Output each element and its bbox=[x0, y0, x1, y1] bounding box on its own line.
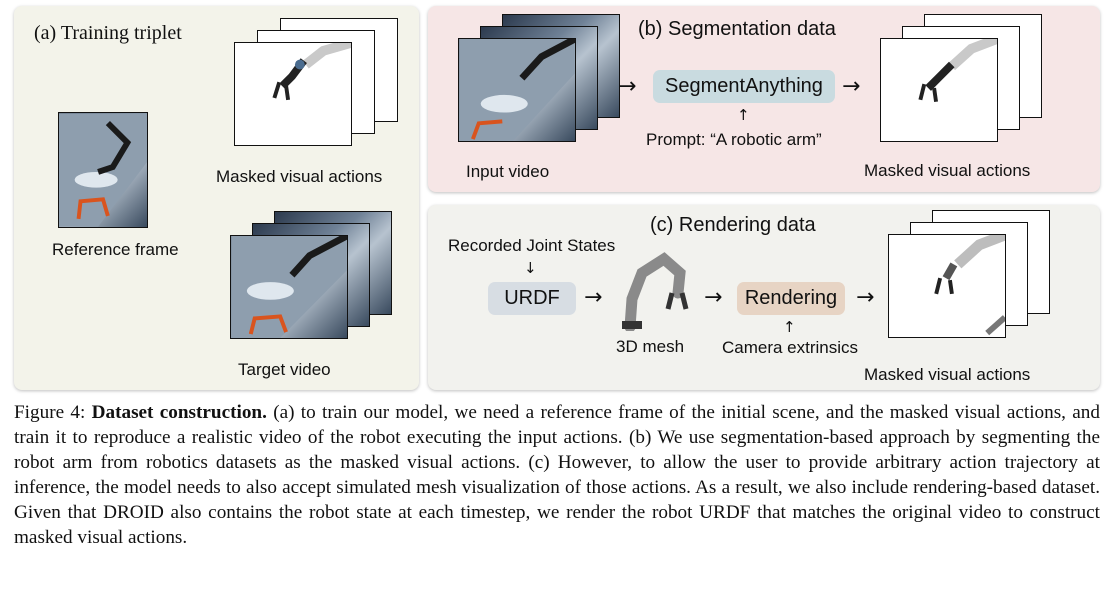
input-video-label: Input video bbox=[466, 162, 550, 181]
joint-down-arrow-icon: ↓ bbox=[524, 259, 537, 277]
input-scene-icon bbox=[459, 39, 575, 141]
prompt-up-arrow-icon: ↑ bbox=[737, 106, 750, 124]
3d-mesh-robot-icon bbox=[622, 252, 689, 331]
reference-scene-icon bbox=[59, 113, 147, 227]
render-mask-frame-front bbox=[888, 234, 1006, 338]
caption-bold-title: Dataset construction. bbox=[91, 402, 267, 423]
joint-states-label: Recorded Joint States bbox=[448, 236, 616, 255]
camera-extrinsics-label: Camera extrinsics bbox=[722, 338, 859, 357]
arrow-to-render-output-icon: → bbox=[856, 285, 875, 310]
target-scene-icon bbox=[231, 236, 347, 338]
masked-frame-front bbox=[234, 42, 352, 146]
arrow-to-output-icon: → bbox=[842, 74, 861, 99]
masked-actions-label: Masked visual actions bbox=[216, 167, 383, 186]
seg-masked-actions-label: Masked visual actions bbox=[864, 161, 1031, 180]
seg-mask-frame-front bbox=[880, 38, 998, 142]
camera-up-arrow-icon: ↑ bbox=[783, 318, 796, 336]
arrow-to-segment-icon: → bbox=[618, 74, 637, 99]
prompt-label: Prompt: “A robotic arm” bbox=[646, 130, 822, 149]
urdf-chip: URDF bbox=[488, 282, 576, 315]
reference-frame-label: Reference frame bbox=[52, 240, 179, 259]
panel-segmentation-data: (b) Segmentation data Input video → Segm… bbox=[428, 6, 1100, 192]
segment-anything-chip: SegmentAnything bbox=[653, 70, 835, 103]
3d-mesh-label: 3D mesh bbox=[616, 337, 685, 356]
figure-caption: Figure 4: Dataset construction. (a) to t… bbox=[14, 400, 1100, 550]
panel-rendering-data: (c) Rendering data Recorded Joint States… bbox=[428, 205, 1100, 390]
arrow-to-rendering-icon: → bbox=[704, 285, 723, 310]
target-frame-front bbox=[230, 235, 348, 339]
input-frame-front bbox=[458, 38, 576, 142]
rendered-robot-mask-icon bbox=[934, 235, 1005, 336]
seg-robot-mask-icon bbox=[918, 39, 997, 103]
arrow-to-mesh-icon: → bbox=[584, 285, 603, 310]
figure-number: Figure 4: bbox=[14, 402, 86, 423]
caption-body: (a) to train our model, we need a refere… bbox=[14, 402, 1100, 548]
target-video-label: Target video bbox=[238, 360, 331, 379]
panel-b-title: (b) Segmentation data bbox=[638, 18, 836, 40]
robot-arm-mask-icon bbox=[272, 43, 351, 101]
panel-c-title: (c) Rendering data bbox=[650, 214, 816, 236]
panel-training-triplet: (a) Training triplet Reference frame Mas… bbox=[14, 6, 419, 390]
panel-a-title: (a) Training triplet bbox=[34, 22, 182, 44]
rendering-chip: Rendering bbox=[737, 282, 845, 315]
render-masked-actions-label: Masked visual actions bbox=[864, 365, 1031, 384]
reference-frame-image bbox=[58, 112, 148, 228]
